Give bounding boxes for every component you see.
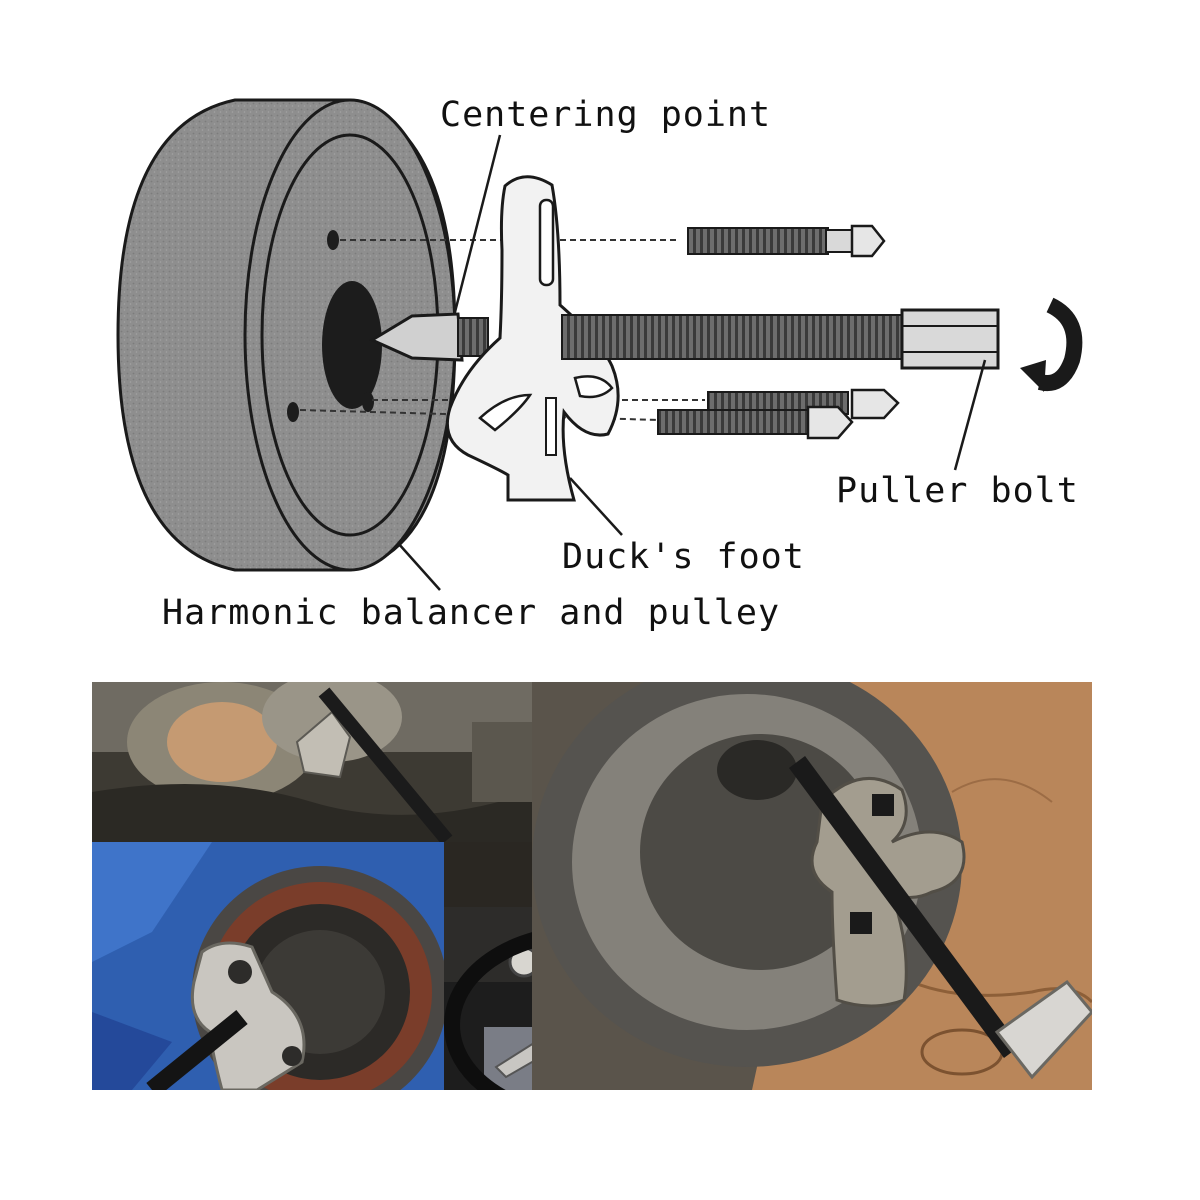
label-ducks-foot: Duck's foot xyxy=(562,537,805,577)
photo-balancer-blue-tarp xyxy=(92,842,444,1090)
ducks-foot-plate xyxy=(445,175,620,502)
label-harmonic-balancer: Harmonic balancer and pulley xyxy=(162,593,781,633)
harmonic-balancer-puller-diagram xyxy=(116,98,1083,591)
label-centering-point: Centering point xyxy=(440,95,772,135)
photo-engine-bay-puller xyxy=(92,682,532,842)
puller-bolt xyxy=(561,308,1000,370)
harmonic-balancer-drum xyxy=(116,98,457,572)
label-puller-bolt: Puller bolt xyxy=(836,471,1079,511)
top-bolt xyxy=(687,224,886,258)
lower-bolts xyxy=(657,388,900,440)
rotation-arrow-icon xyxy=(1020,297,1083,392)
centering-point-cone xyxy=(368,312,489,362)
leader-lines xyxy=(397,134,987,591)
photo-puller-wood-bench xyxy=(532,682,1092,1090)
usage-photo-collage xyxy=(92,682,1092,1090)
